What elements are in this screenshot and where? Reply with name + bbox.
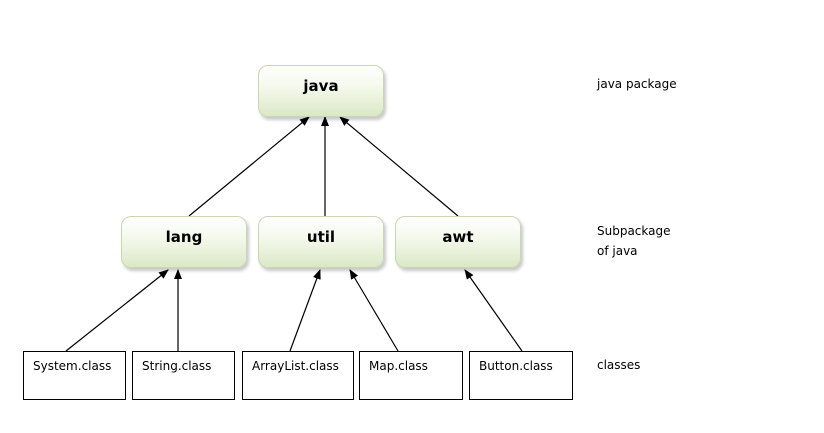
level-label-classes: classes bbox=[597, 358, 641, 372]
class-arraylist-label: ArrayList.class bbox=[252, 359, 339, 373]
subpackage-awt-label: awt bbox=[442, 228, 474, 246]
class-system-node: System.class bbox=[23, 351, 126, 400]
arrow-button-class-to-awt bbox=[464, 269, 523, 352]
arrow-awt-to-java bbox=[339, 116, 459, 217]
class-button-node: Button.class bbox=[469, 351, 573, 400]
package-java-node: java bbox=[258, 65, 384, 117]
subpackage-lang-label: lang bbox=[165, 228, 203, 246]
class-string-label: String.class bbox=[142, 359, 212, 373]
arrow-arraylist-class-to-util bbox=[289, 269, 321, 352]
class-system-label: System.class bbox=[33, 359, 112, 373]
package-java-label: java bbox=[303, 77, 339, 95]
level-label-subpackage-line2: of java bbox=[597, 244, 638, 258]
arrow-system-class-to-lang bbox=[65, 269, 169, 352]
subpackage-awt-node: awt bbox=[395, 216, 521, 268]
level-label-java-package: java package bbox=[597, 77, 677, 91]
level-label-subpackage-line1: Subpackage bbox=[597, 224, 671, 238]
arrow-map-class-to-util bbox=[349, 269, 399, 352]
subpackage-lang-node: lang bbox=[121, 216, 247, 268]
subpackage-util-label: util bbox=[306, 228, 336, 246]
class-arraylist-node: ArrayList.class bbox=[242, 351, 354, 400]
arrow-lang-to-java bbox=[188, 116, 310, 217]
class-button-label: Button.class bbox=[479, 359, 553, 373]
class-map-node: Map.class bbox=[359, 351, 463, 400]
class-string-node: String.class bbox=[132, 351, 235, 400]
class-map-label: Map.class bbox=[369, 359, 428, 373]
subpackage-util-node: util bbox=[258, 216, 384, 268]
